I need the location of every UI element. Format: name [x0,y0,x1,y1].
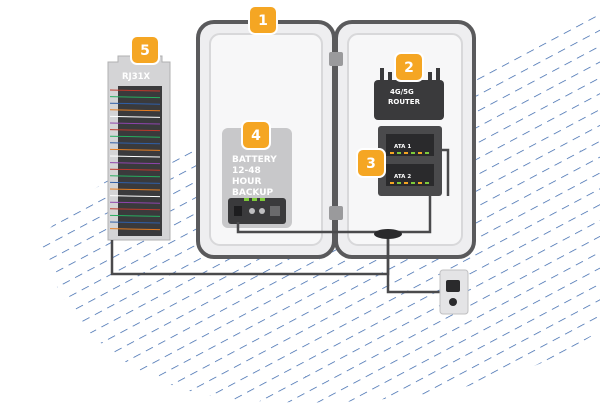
router-label-line1: 4G/5G [390,88,414,96]
svg-text:1: 1 [258,13,268,29]
rj31x-wire [109,135,161,138]
rj31x-wire [109,109,161,112]
router-device [374,68,444,120]
ata-leds [390,152,429,184]
rj31x-wire [109,129,161,132]
rj31x-wire [109,175,161,178]
ata-led [404,152,408,154]
rj31x-wire [109,148,161,151]
ata-led [390,152,394,154]
battery-label-line2: 12-48 [232,166,261,176]
badge-2: 2 [394,52,424,82]
ata-led [425,182,429,184]
cable-gland [374,229,402,239]
rj31x-wire [109,115,161,118]
ata-led [425,152,429,154]
rj31x-wires [109,89,161,231]
ata-led [397,152,401,154]
rj31x-wire [109,214,161,217]
cables [110,148,450,294]
rj31x-wire [109,122,161,125]
ata-device [378,126,442,196]
svg-text:5: 5 [140,43,150,59]
enclosure-hinges [329,52,343,220]
rj31x-wire [109,102,161,105]
ata-led [411,182,415,184]
rj31x-wire [109,96,161,99]
rj31x-wire [109,162,161,165]
battery-label-line1: BATTERY [232,155,277,165]
battery-label-line4: BACKUP [232,188,274,198]
battery-box [222,128,292,228]
wall-outlet [439,269,469,315]
rj31x-panel [107,55,171,241]
rj31x-wire [109,168,161,171]
rj31x-wire [109,89,161,92]
rj31x-wire [109,221,161,224]
rj31x-wire [109,208,161,211]
badge-3: 3 [356,148,386,178]
ata-led [411,152,415,154]
svg-text:4: 4 [251,128,261,144]
ata-led [390,182,394,184]
rj31x-wire [109,181,161,184]
router-label-line2: ROUTER [388,98,421,106]
rj31x-wire [109,228,161,231]
battery-label-line3: HOUR [232,177,261,187]
badge-4: 4 [241,120,271,150]
badge-1: 1 [248,5,278,35]
ata2-label: ATA 2 [394,174,411,180]
rj31x-wire [109,201,161,204]
rj31x-label: RJ31X [122,72,151,82]
ata-led [418,152,422,154]
rj31x-wire [109,142,161,145]
rj31x-wire [109,155,161,158]
ata-led [418,182,422,184]
ata1-label: ATA 1 [394,144,411,150]
svg-text:3: 3 [366,156,376,172]
ata-led [397,182,401,184]
svg-text:2: 2 [404,60,414,76]
rj31x-wire [109,195,161,198]
badge-5: 5 [130,35,160,65]
ata-led [404,182,408,184]
rj31x-wire [109,188,161,191]
